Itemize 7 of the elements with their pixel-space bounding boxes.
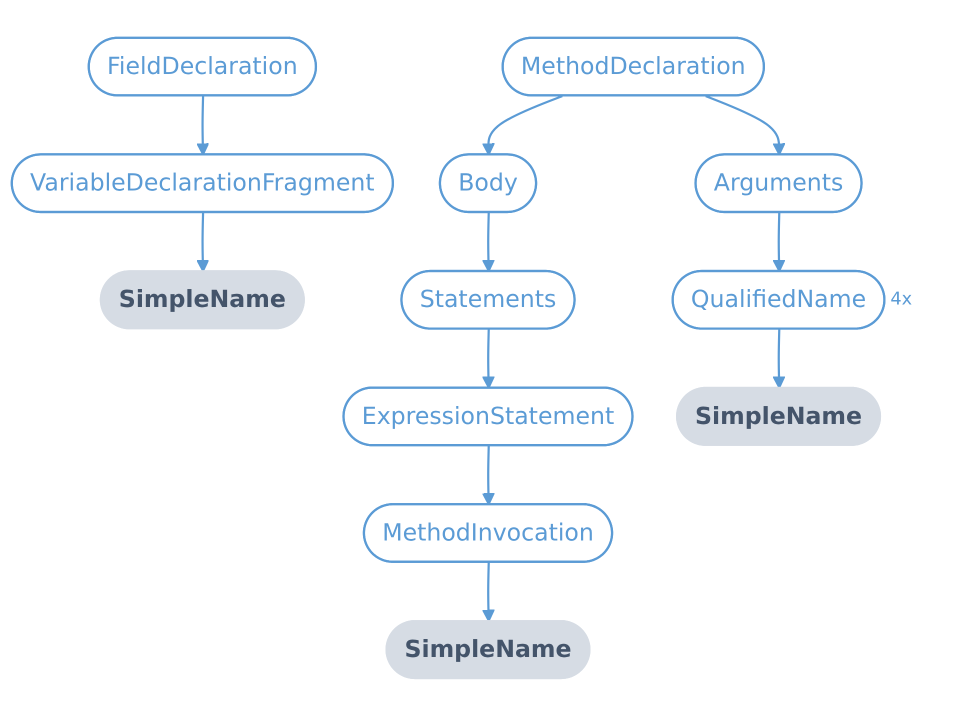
tree-diagram: FieldDeclaration VariableDeclarationFragment SimpleName MethodDeclaration Body Arguments Statements QualifiedName ExpressionStatement MethodInvocation SimpleName SimpleName 4x [0, 26, 970, 690]
arrow [196, 212, 210, 272]
arrow [772, 329, 786, 389]
count-note: 4x [890, 290, 912, 310]
arrow [482, 446, 495, 506]
arrow [482, 562, 495, 622]
arrow [482, 329, 495, 389]
